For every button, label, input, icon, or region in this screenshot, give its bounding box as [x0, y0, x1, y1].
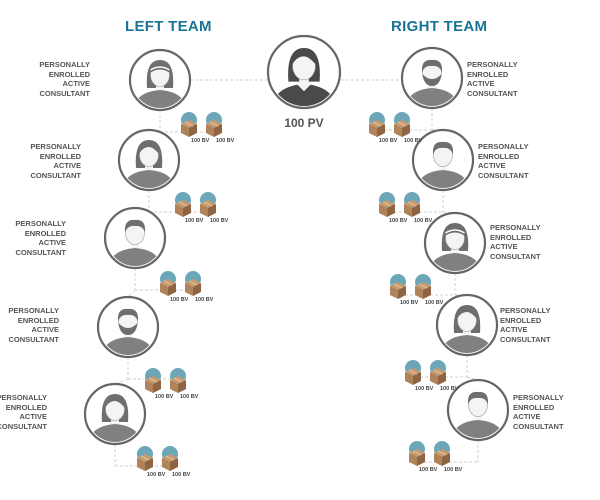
right-woman-headband-icon-3 [423, 211, 487, 275]
left-bv-1-bv-label-1: 100 BV [191, 138, 210, 144]
right-bv-3-bv-label-1: 100 BV [400, 300, 419, 306]
right-bv-3-bv-label-2: 100 BV [425, 300, 444, 306]
left-woman-headband-icon-1 [128, 48, 192, 112]
right-bv-5-box-1 [409, 449, 425, 466]
left-man-short-hair-icon-3 [103, 206, 167, 270]
right-connector-next-4 [466, 376, 479, 381]
right-bv-4-bv-label-1: 100 BV [415, 386, 434, 392]
right-bv-4-box-2 [430, 368, 446, 385]
left-bv-5-bv-label-1: 100 BV [147, 472, 166, 478]
left-bv-3-box-1 [160, 279, 176, 296]
left-woman-long-hair-icon-5 [83, 382, 147, 446]
right-team-title: RIGHT TEAM [391, 18, 488, 35]
left-bv-1-box-2 [206, 120, 222, 137]
left-bv-5-box-2 [162, 454, 178, 471]
left-bv-4-bv-label-1: 100 BV [155, 394, 174, 400]
right-bv-5-bv-label-1: 100 BV [419, 467, 438, 473]
center-pv-label: 100 PV [284, 116, 324, 130]
right-bv-5-bv-label-2: 100 BV [444, 467, 463, 473]
right-man-short-hair-icon-5 [446, 378, 510, 442]
right-bv-2-bv-label-2: 100 BV [414, 218, 433, 224]
left-bv-3-bv-label-2: 100 BV [195, 297, 214, 303]
right-man-short-hair-icon-2 [411, 128, 475, 192]
right-bv-4-box-1 [405, 368, 421, 385]
left-bv-2-box-2 [200, 200, 216, 217]
left-bv-1-box-1 [181, 120, 197, 137]
left-bv-4-bv-label-2: 100 BV [180, 394, 199, 400]
right-bv-2-bv-label-1: 100 BV [389, 218, 408, 224]
left-bv-2-bv-label-1: 100 BV [185, 218, 204, 224]
left-bv-5-box-1 [137, 454, 153, 471]
left-bv-2-box-1 [175, 200, 191, 217]
left-bv-3-bv-label-1: 100 BV [170, 297, 189, 303]
left-bv-4-box-2 [170, 376, 186, 393]
left-connector-next-3 [127, 289, 136, 298]
left-bv-2-bv-label-2: 100 BV [210, 218, 229, 224]
right-bv-5-box-2 [434, 449, 450, 466]
right-bv-3-box-1 [390, 282, 406, 299]
right-bv-1-box-1 [369, 120, 385, 137]
right-bv-4-bv-label-2: 100 BV [440, 386, 459, 392]
left-woman-long-hair-icon-2 [117, 128, 181, 192]
left-bv-3-box-2 [185, 279, 201, 296]
left-man-beard-icon-4 [96, 295, 160, 359]
right-man-beard-icon-1 [400, 46, 464, 110]
center-avatar-woman-icon [266, 34, 342, 110]
right-bv-3-box-2 [415, 282, 431, 299]
right-woman-long-hair-icon-4 [435, 293, 499, 357]
right-bv-1-bv-label-2: 100 BV [404, 138, 423, 144]
right-bv-1-box-2 [394, 120, 410, 137]
left-bv-4-box-1 [145, 376, 161, 393]
left-team-title: LEFT TEAM [125, 18, 212, 35]
right-bv-1-bv-label-1: 100 BV [379, 138, 398, 144]
left-bv-5-bv-label-2: 100 BV [172, 472, 191, 478]
right-bv-2-box-2 [404, 200, 420, 217]
left-bv-1-bv-label-2: 100 BV [216, 138, 235, 144]
right-bv-2-box-1 [379, 200, 395, 217]
